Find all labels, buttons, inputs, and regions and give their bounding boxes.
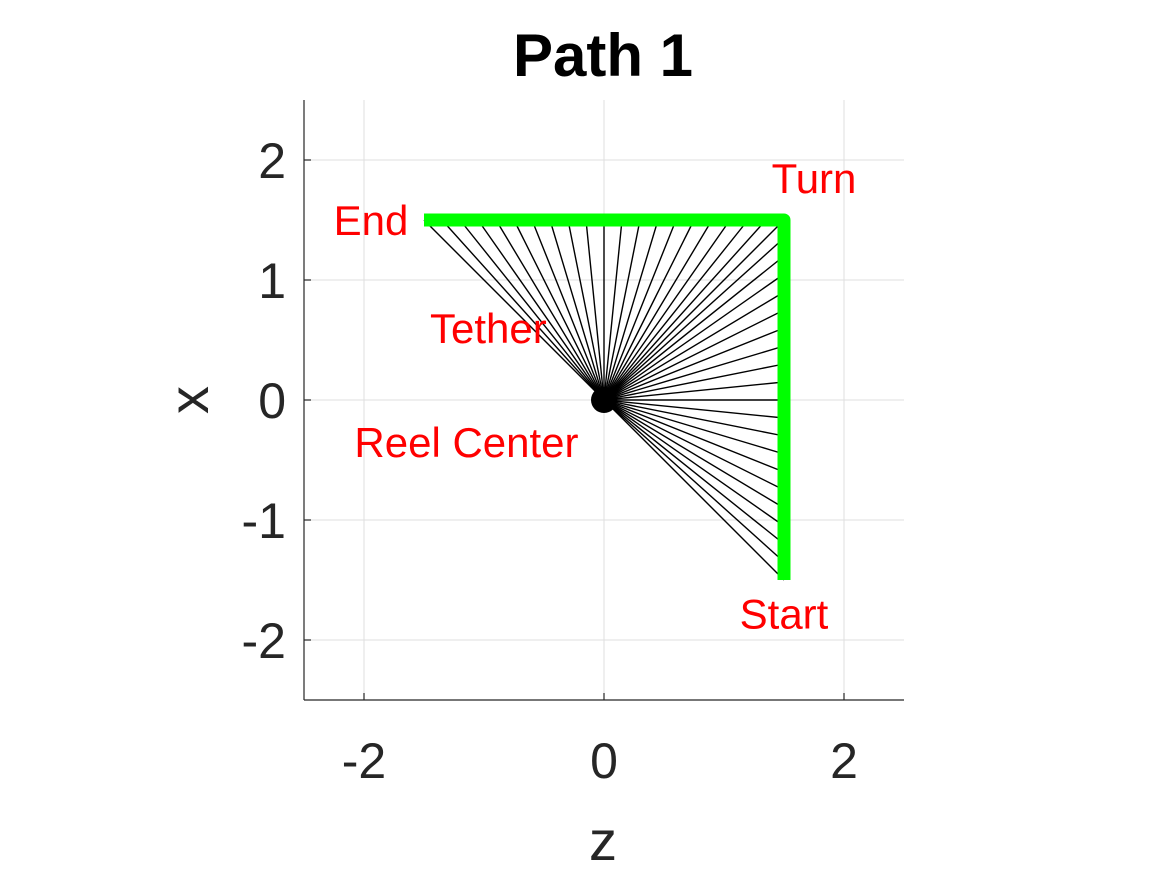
x-tick-label-1: 0 (590, 733, 618, 789)
annotation-reel-center: Reel Center (354, 419, 578, 466)
chart-title: Path 1 (513, 22, 693, 89)
tether-line-25 (603, 219, 695, 401)
tether-line-1 (603, 399, 785, 563)
annotation-start: Start (740, 591, 829, 638)
tether-line-6 (603, 399, 785, 473)
tether-line-3 (603, 399, 785, 527)
x-tick-label-2: 2 (830, 733, 858, 789)
tether-line-32 (567, 219, 605, 401)
tether-line-21 (603, 219, 767, 401)
y-tick-label-3: 1 (258, 253, 286, 309)
tether-line-9 (603, 399, 785, 419)
path-series (424, 213, 791, 580)
y-tick-label-0: -2 (242, 613, 286, 669)
tether-line-18 (603, 255, 785, 401)
tether-line-23 (603, 219, 731, 401)
tether-line-12 (603, 363, 785, 401)
tether-line-13 (603, 345, 785, 401)
tether-line-16 (603, 291, 785, 401)
x-tick-label-0: -2 (342, 733, 386, 789)
tether-line-0 (603, 399, 785, 581)
tether-line-22 (603, 219, 749, 401)
tether-line-37 (477, 219, 605, 401)
tether-line-5 (603, 399, 785, 491)
tether-line-17 (603, 273, 785, 401)
tether-line-26 (603, 219, 677, 401)
tether-line-27 (603, 219, 659, 401)
annotation-turn: Turn (772, 155, 857, 202)
y-axis-label: x (157, 386, 220, 414)
tether-line-39 (441, 219, 605, 401)
annotation-tether: Tether (430, 305, 547, 352)
tether-line-38 (459, 219, 605, 401)
tether-line-34 (531, 219, 605, 401)
tether-line-28 (603, 219, 641, 401)
path-series-line-0 (424, 213, 791, 580)
tether-line-36 (495, 219, 605, 401)
tether-line-20 (603, 219, 785, 401)
tick-labels: -2 0 2 -2 -1 0 1 2 (242, 133, 858, 789)
tether-line-29 (603, 219, 623, 401)
tether-line-15 (603, 309, 785, 401)
y-tick-label-1: -1 (242, 493, 286, 549)
tether-line-11 (603, 381, 785, 401)
x-axis-label: z (589, 809, 617, 872)
y-tick-label-2: 0 (258, 373, 286, 429)
tether-line-40 (423, 219, 605, 401)
tether-line-35 (513, 219, 605, 401)
annotation-end: End (334, 197, 409, 244)
tether-line-7 (603, 399, 785, 455)
reel-center-dot (591, 387, 617, 413)
tether-line-4 (603, 399, 785, 509)
axes-frame (303, 100, 904, 701)
tether-lines (423, 219, 785, 581)
tether-line-8 (603, 399, 785, 437)
tether-line-31 (585, 219, 605, 401)
tether-line-2 (603, 399, 785, 545)
tether-line-14 (603, 327, 785, 401)
tether-line-24 (603, 219, 713, 401)
tether-line-33 (549, 219, 605, 401)
y-tick-label-4: 2 (258, 133, 286, 189)
tether-line-19 (603, 237, 785, 401)
reel-center-marker (591, 387, 617, 413)
